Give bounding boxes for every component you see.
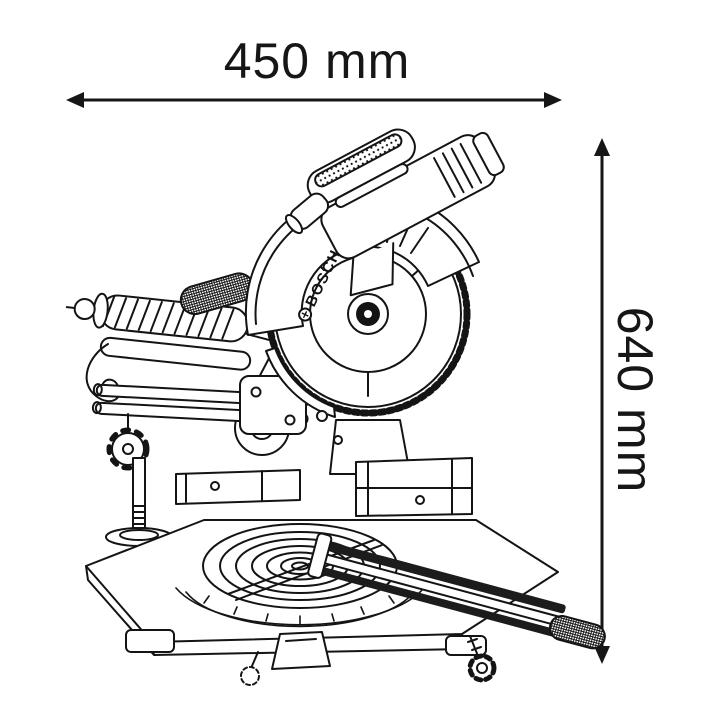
slide-rail-right — [307, 532, 566, 638]
power-cord — [85, 343, 121, 403]
dust-port — [284, 192, 330, 235]
star-knob — [467, 635, 497, 683]
support-post — [105, 457, 173, 547]
miter-lock-handle — [240, 631, 331, 686]
miter-saw-drawing: BOSCH — [65, 128, 606, 686]
fence — [175, 457, 473, 517]
width-dimension-label: 450 mm — [223, 33, 411, 89]
height-dimension-arrow — [594, 138, 610, 664]
rail-end-grip — [548, 615, 606, 650]
handle-grip — [314, 133, 403, 188]
lower-blade-guard — [265, 347, 336, 418]
motor-housing — [306, 128, 505, 297]
bolt-details — [210, 410, 425, 505]
miter-scale — [175, 587, 425, 628]
width-dimension-arrow — [66, 92, 562, 108]
rail-clamp — [239, 375, 307, 435]
